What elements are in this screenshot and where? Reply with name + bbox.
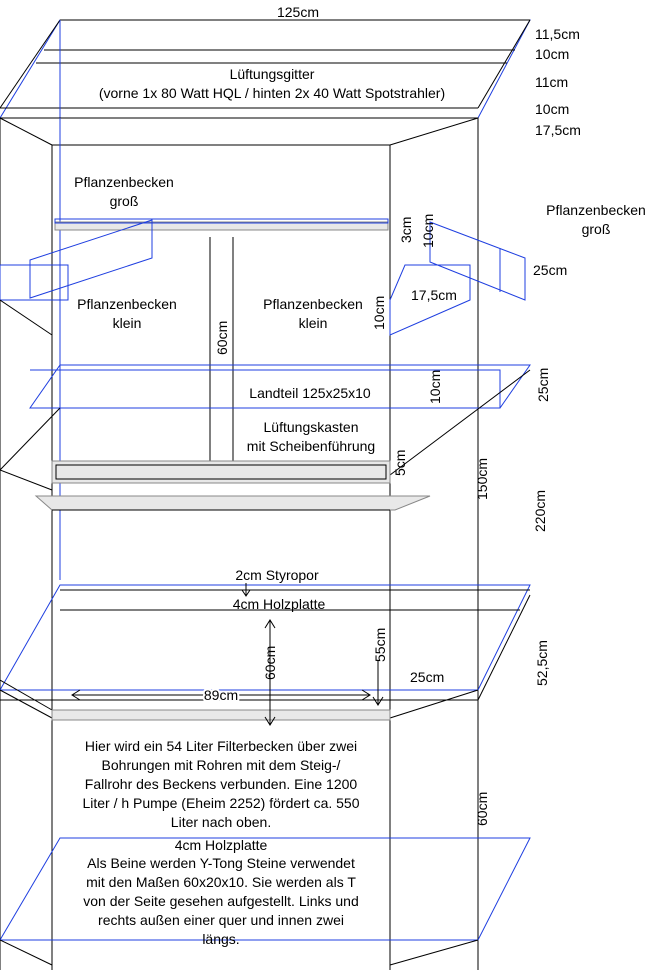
filter-line-3: Fallrohr des Beckens verbunden. Eine 120… <box>85 776 358 792</box>
dim-10cm-b: 10cm <box>371 296 387 330</box>
dim-150cm: 150cm <box>474 458 490 500</box>
dimension-arrows <box>71 583 384 726</box>
wood-board-2-label: 4cm Holzplatte <box>175 837 268 853</box>
dim-55cm: 55cm <box>372 628 388 662</box>
plant-small-center-2: klein <box>299 315 328 331</box>
wood-board-1-label: 4cm Holzplatte <box>233 596 326 612</box>
filter-line-5: Liter nach oben. <box>171 814 271 830</box>
legs-line-3: von der Seite gesehen aufgestellt. Links… <box>83 893 359 909</box>
height-17-5-label: 17,5cm <box>535 122 581 138</box>
filter-line-1: Hier wird ein 54 Liter Filterbecken über… <box>85 738 357 754</box>
dim-60cm-b: 60cm <box>262 646 278 680</box>
legs-line-4: rechts außen einer quer und innen zwei <box>98 912 344 928</box>
legs-line-5: längs. <box>202 931 239 947</box>
lower-board <box>0 837 531 966</box>
plant-small-left-1: Pflanzenbecken <box>77 296 177 312</box>
plant-big-left-1: Pflanzenbecken <box>74 174 174 190</box>
middle-board <box>0 584 531 721</box>
plant-basin-large <box>29 218 526 301</box>
height-11-label: 11cm <box>535 74 568 90</box>
land-part <box>0 364 531 476</box>
legs-line-2: mit den Maßen 60x20x10. Sie werden als T <box>86 874 356 890</box>
filter-line-2: Bohrungen mit Rohren mit dem Steig-/ <box>102 757 341 773</box>
plant-big-right-2: groß <box>582 221 611 237</box>
plant-big-right-1: Pflanzenbecken <box>546 202 646 218</box>
center-column <box>209 237 234 463</box>
dim-25cm-side: 25cm <box>535 368 551 402</box>
ventilation-box <box>34 460 431 511</box>
height-10a-label: 10cm <box>535 46 569 62</box>
dim-25cm-right: 25cm <box>533 262 567 278</box>
dim-10cm-a: 10cm <box>420 214 436 248</box>
dim-60cm-c: 60cm <box>474 792 490 826</box>
dim-25cm-b: 25cm <box>410 669 444 685</box>
legs-line-1: Als Beine werden Y-Tong Steine verwendet <box>87 855 355 871</box>
vent-box-2: mit Scheibenführung <box>247 438 375 454</box>
plant-small-left-2: klein <box>113 315 142 331</box>
vent-box-1: Lüftungskasten <box>264 419 359 435</box>
dim-17-5: 17,5cm <box>411 287 457 303</box>
vent-grille-subtitle: (vorne 1x 80 Watt HQL / hinten 2x 40 Wat… <box>99 85 445 101</box>
dim-89cm: 89cm <box>204 687 238 703</box>
legs-description: Als Beine werden Y-Tong Steine verwendet… <box>83 855 359 947</box>
dim-220cm: 220cm <box>532 490 548 532</box>
dim-60cm-a: 60cm <box>214 321 230 355</box>
height-11-5-label: 11,5cm <box>535 26 580 42</box>
land-part-label: Landteil 125x25x10 <box>249 385 371 401</box>
vent-grille-title: Lüftungsgitter <box>230 66 315 82</box>
styrofoam-label: 2cm Styropor <box>235 567 319 583</box>
filter-description: Hier wird ein 54 Liter Filterbecken über… <box>82 738 359 830</box>
dim-3cm: 3cm <box>398 217 414 243</box>
plant-big-left-2: groß <box>110 193 139 209</box>
dim-10cm-c: 10cm <box>427 370 443 404</box>
filter-line-4: Liter / h Pumpe (Eheim 2252) fördert ca.… <box>82 795 359 811</box>
height-10b-label: 10cm <box>535 101 569 117</box>
dim-5cm: 5cm <box>392 450 408 476</box>
plant-small-center-1: Pflanzenbecken <box>263 296 363 312</box>
top-width-label: 125cm <box>277 4 319 20</box>
dim-52-5cm: 52,5cm <box>534 640 550 686</box>
plant-basin-small <box>0 264 471 491</box>
